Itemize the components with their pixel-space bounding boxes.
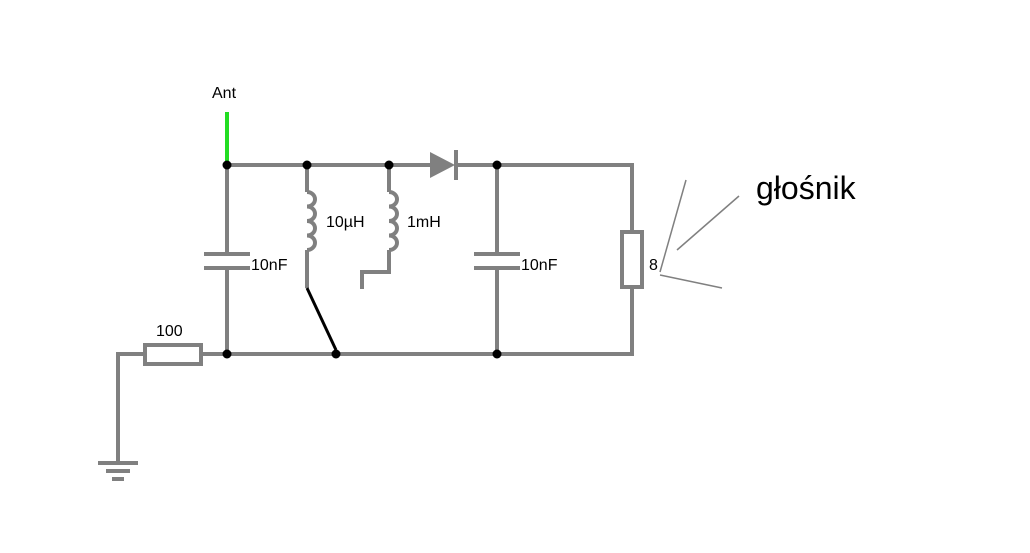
inductor-2-bottom-lead xyxy=(360,250,391,289)
ground-lead-wire xyxy=(116,352,145,462)
resistor-ground-label: 100 xyxy=(156,323,183,340)
annotation-line-2 xyxy=(676,195,740,251)
junction-node xyxy=(492,160,502,170)
inductor-2-coil xyxy=(388,190,399,252)
resistor-100-body xyxy=(143,343,203,366)
top-rail-wire-right xyxy=(458,163,634,232)
antenna-label: Ant xyxy=(212,85,237,102)
junction-node xyxy=(331,349,341,359)
junction-node xyxy=(222,349,232,359)
annotation-line-3 xyxy=(659,274,723,289)
speaker-note-label: głośnik xyxy=(756,170,857,206)
speaker-resistor-label: 8 xyxy=(649,257,658,274)
inductor-2-label: 1mH xyxy=(407,214,441,231)
annotation-line-1 xyxy=(659,179,687,273)
junction-node xyxy=(222,160,232,170)
switch-lever xyxy=(305,287,338,351)
junction-node xyxy=(302,160,312,170)
junction-node xyxy=(384,160,394,170)
speaker-resistor-body xyxy=(620,230,644,289)
inductor-1-coil xyxy=(306,190,317,252)
bottom-rail-wire xyxy=(202,288,634,356)
capacitor-1-label: 10nF xyxy=(251,257,288,274)
capacitor-2-label: 10nF xyxy=(521,257,558,274)
inductor-1-label: 10µH xyxy=(326,214,365,231)
junction-node xyxy=(492,349,502,359)
diode-triangle xyxy=(430,152,455,178)
